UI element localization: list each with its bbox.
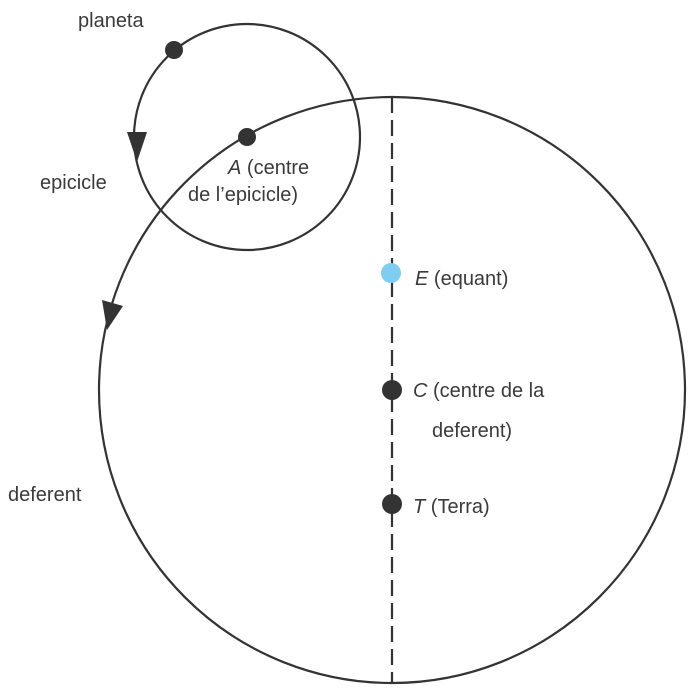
equant-dot (381, 263, 401, 283)
t-text: (Terra) (430, 496, 490, 518)
epicycle-center-label-2: de l’epicicle) (188, 184, 299, 206)
deferent-label: deferent (8, 484, 82, 506)
epicycle-label: epicicle (40, 172, 107, 194)
e-text: (equant) (433, 268, 509, 290)
deferent-arrow-icon (102, 300, 123, 330)
epicycle-arrow-icon (127, 132, 147, 162)
planet-label: planeta (78, 10, 144, 32)
deferent-center-label: C (centre de la (413, 380, 544, 402)
e-letter: E (415, 268, 429, 290)
a-letter: A (228, 157, 242, 179)
planet-dot (165, 41, 183, 59)
earth-dot (382, 494, 402, 514)
t-letter: T (413, 496, 426, 518)
equant-label: E (equant) (415, 268, 508, 290)
c-letter: C (413, 380, 428, 402)
earth-label: T (Terra) (413, 496, 490, 518)
a-line1: (centre (246, 157, 310, 179)
deferent-center-label-2: deferent) (432, 420, 513, 442)
deferent-center-dot (382, 380, 402, 400)
c-line1: (centre de la (433, 380, 545, 402)
epicycle-center-dot (238, 128, 256, 146)
epicycle-center-label: A (centre (228, 157, 309, 179)
